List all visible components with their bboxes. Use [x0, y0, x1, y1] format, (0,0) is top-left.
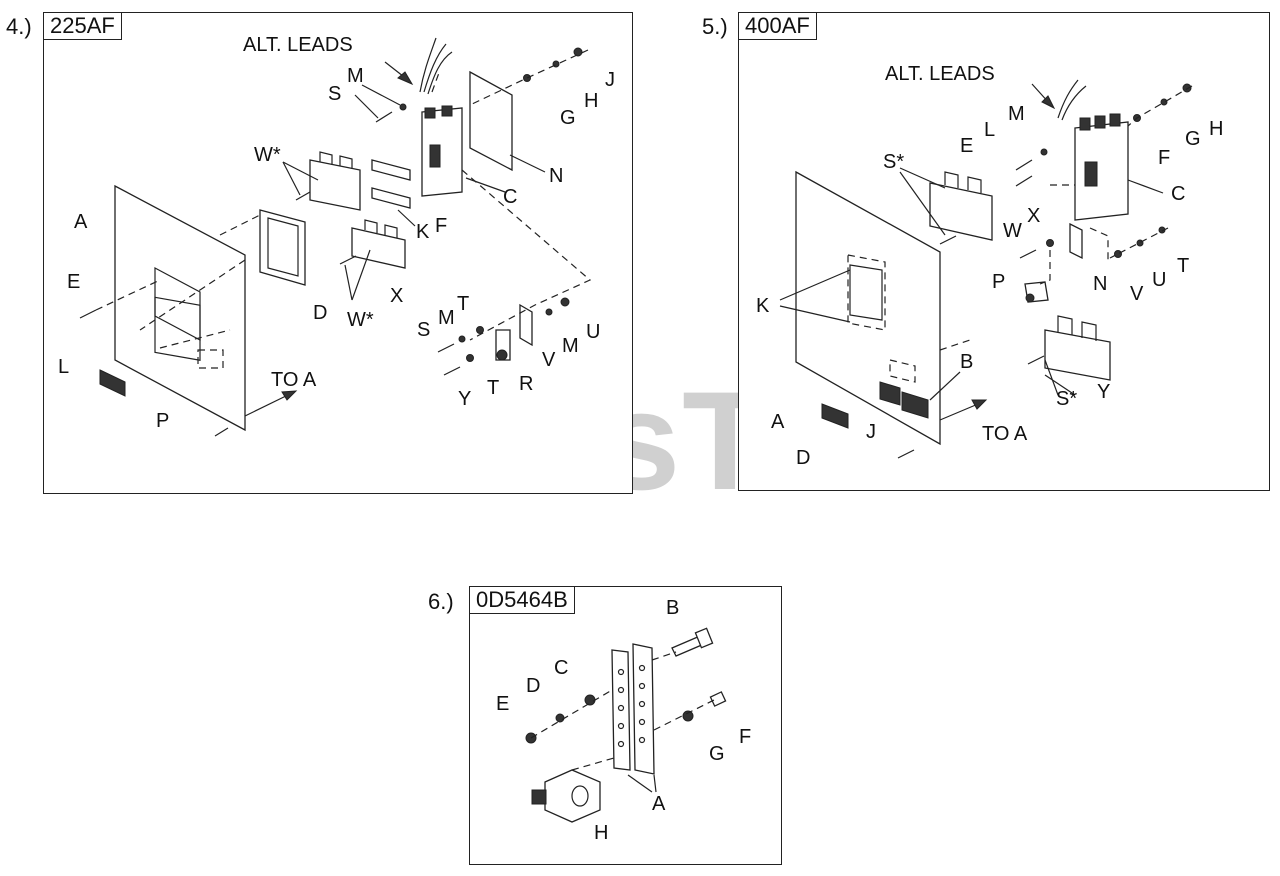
- svg-text:W*: W*: [347, 309, 374, 331]
- panel-4-labels: ALT. LEADS M S J H G N W* C K F A E D X …: [58, 34, 615, 432]
- part-y-5: [1044, 329, 1111, 381]
- svg-text:T: T: [1177, 255, 1189, 277]
- part-x-4: [351, 227, 406, 269]
- svg-text:C: C: [1171, 183, 1185, 205]
- panel-6-labels: B C D E F G A H: [496, 597, 751, 844]
- svg-text:N: N: [549, 165, 563, 187]
- svg-text:K: K: [416, 221, 430, 243]
- svg-text:H: H: [584, 90, 598, 112]
- svg-text:X: X: [390, 285, 403, 307]
- washer-d: [555, 713, 565, 723]
- label-alt-leads-5: ALT. LEADS: [885, 63, 995, 85]
- svg-text:L: L: [58, 356, 69, 378]
- svg-text:S*: S*: [1056, 388, 1077, 410]
- svg-text:Y: Y: [458, 388, 471, 410]
- bolt-f: [709, 691, 727, 707]
- panel-5-parts: [779, 79, 1193, 459]
- svg-text:C: C: [503, 186, 517, 208]
- svg-text:W: W: [1003, 220, 1022, 242]
- svg-text:C: C: [554, 657, 568, 679]
- svg-text:J: J: [605, 69, 615, 91]
- svg-text:Y: Y: [1097, 381, 1110, 403]
- svg-text:P: P: [156, 410, 169, 432]
- svg-text:V: V: [542, 349, 556, 371]
- svg-text:V: V: [1130, 283, 1144, 305]
- panel-5-tag: 400AF: [738, 12, 817, 40]
- part-d-4: [259, 209, 306, 286]
- svg-text:R: R: [519, 373, 533, 395]
- svg-text:S: S: [328, 83, 341, 105]
- svg-text:M: M: [347, 65, 364, 87]
- svg-text:F: F: [1158, 147, 1170, 169]
- svg-text:S: S: [417, 319, 430, 341]
- svg-text:W*: W*: [254, 144, 281, 166]
- svg-text:E: E: [960, 135, 973, 157]
- washer-c: [584, 694, 596, 706]
- part-d-5: [821, 403, 849, 429]
- part-b-5: [879, 381, 901, 406]
- svg-text:F: F: [435, 215, 447, 237]
- svg-text:B: B: [960, 351, 973, 373]
- svg-text:E: E: [496, 693, 509, 715]
- svg-text:U: U: [1152, 269, 1166, 291]
- panel-4-number: 4.): [6, 14, 32, 39]
- panel-6-number: 6.): [428, 589, 454, 614]
- panel-4-tag: 225AF: [43, 12, 122, 40]
- svg-text:T: T: [457, 293, 469, 315]
- plate-cutout: [154, 267, 201, 341]
- part-l-4: [99, 369, 126, 397]
- svg-text:N: N: [1093, 273, 1107, 295]
- part-n-5: [1069, 222, 1083, 260]
- svg-text:U: U: [586, 321, 600, 343]
- panel-4-parts: [79, 37, 592, 437]
- svg-text:E: E: [67, 271, 80, 293]
- svg-text:G: G: [709, 743, 725, 765]
- svg-text:A: A: [74, 211, 88, 233]
- svg-text:T: T: [487, 377, 499, 399]
- bus-bar-a-back: [632, 643, 655, 775]
- svg-text:TO A: TO A: [982, 423, 1028, 445]
- svg-text:S*: S*: [883, 151, 904, 173]
- svg-text:M: M: [562, 335, 579, 357]
- svg-text:H: H: [1209, 118, 1223, 140]
- washer-g: [682, 710, 694, 722]
- svg-text:D: D: [526, 675, 540, 697]
- panel-5-labels: ALT. LEADS M L E F G H S* C X W T U V N …: [756, 63, 1223, 469]
- part-c-4: [421, 107, 463, 197]
- part-n-4: [469, 70, 513, 172]
- svg-text:K: K: [756, 295, 770, 317]
- svg-text:L: L: [984, 119, 995, 141]
- svg-text:G: G: [560, 107, 576, 129]
- plate-a-4: [114, 184, 246, 432]
- svg-text:J: J: [866, 421, 876, 443]
- svg-text:G: G: [1185, 128, 1201, 150]
- svg-text:M: M: [1008, 103, 1025, 125]
- svg-text:A: A: [652, 793, 666, 815]
- svg-text:M: M: [438, 307, 455, 329]
- svg-text:A: A: [771, 411, 785, 433]
- svg-text:D: D: [796, 447, 810, 469]
- part-w-4: [309, 159, 361, 211]
- svg-text:H: H: [594, 822, 608, 844]
- panel-6-parts: [525, 627, 727, 823]
- svg-text:X: X: [1027, 205, 1040, 227]
- svg-text:D: D: [313, 302, 327, 324]
- label-alt-leads-4: ALT. LEADS: [243, 34, 353, 56]
- plate-a-5: [795, 170, 941, 446]
- part-c-5: [1074, 121, 1129, 221]
- svg-text:F: F: [739, 726, 751, 748]
- svg-text:B: B: [666, 597, 679, 619]
- svg-text:P: P: [992, 271, 1005, 293]
- panel-6-tag: 0D5464B: [469, 586, 575, 614]
- svg-text:TO A: TO A: [271, 369, 317, 391]
- panel-5-number: 5.): [702, 14, 728, 39]
- part-s-5: [929, 182, 993, 241]
